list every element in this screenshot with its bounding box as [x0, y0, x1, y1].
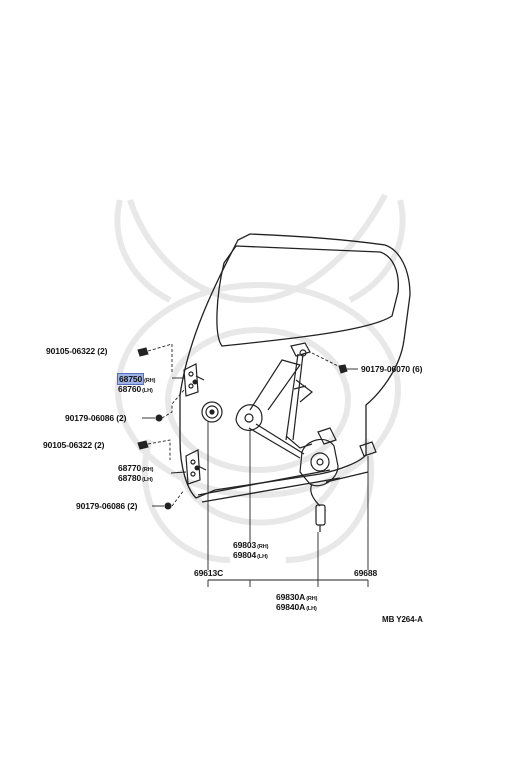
label-nut-right: 90179-06070 (6) [361, 364, 423, 374]
nut-lower-icon [164, 502, 172, 510]
label-motor-rh: 69830A(RH) [276, 592, 318, 602]
part-69613c-icon [201, 401, 223, 423]
label-motor-lh: 69840A(LH) [276, 602, 317, 612]
bolt-lower-icon [137, 440, 149, 450]
label-nut-upper: 90179-06086 (2) [65, 413, 127, 423]
label-69688: 69688 [354, 568, 378, 578]
part-69688-icon [359, 441, 377, 457]
label-hinge-upper-rh[interactable]: 68750(RH) [116, 373, 156, 385]
label-69613c: 69613C [194, 568, 224, 578]
label-regulator-rh: 69803(RH) [233, 540, 269, 550]
label-hinge-upper-lh: 68760(LH) [118, 384, 153, 394]
label-nut-lower: 90179-06086 (2) [76, 501, 138, 511]
door-outline [179, 233, 411, 503]
regulator-motor [299, 427, 339, 532]
nut-upper-icon [155, 414, 163, 422]
label-regulator-lh: 69804(LH) [233, 550, 268, 560]
label-hinge-lower-rh: 68770(RH) [118, 463, 154, 473]
label-hinge-lower-lh: 68780(LH) [118, 473, 153, 483]
lower-hinge [185, 449, 207, 485]
upper-hinge [183, 363, 205, 397]
label-bolt-lower: 90105-06322 (2) [43, 440, 105, 450]
nut-right-icon [338, 364, 348, 374]
bolt-upper-icon [137, 347, 149, 357]
highlighted-part-68750[interactable]: 68750 [116, 373, 145, 385]
diagram-reference: MB Y264-A [382, 615, 423, 624]
window-regulator [235, 342, 313, 459]
samurai-mask-watermark [114, 193, 406, 563]
label-bolt-upper: 90105-06322 (2) [46, 346, 108, 356]
fasteners [137, 347, 348, 510]
leader-lines [142, 343, 369, 587]
